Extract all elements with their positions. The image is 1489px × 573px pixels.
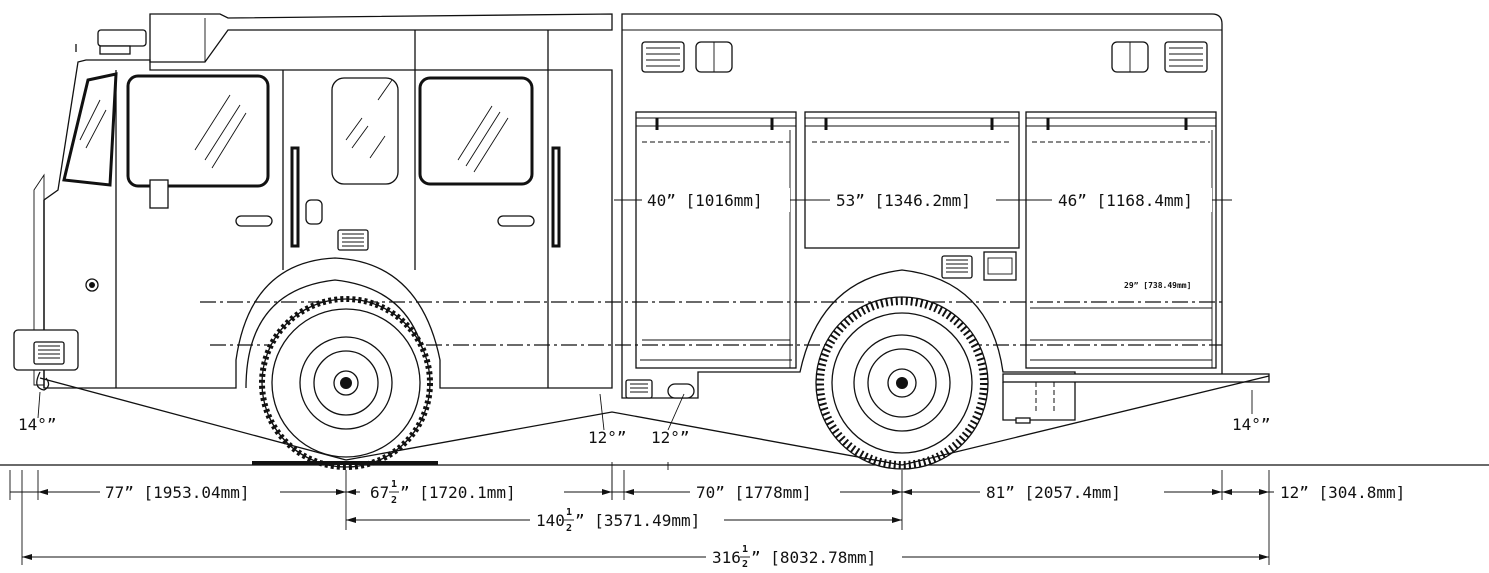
cab-marker-light (337, 229, 369, 251)
breakover-angle-lines (345, 411, 903, 466)
light-bar-base (99, 45, 131, 55)
rear-door-handle-bar (551, 146, 561, 248)
cab-roof (149, 13, 613, 63)
front-overhang-dimension: 77” [1953.04mm] (105, 483, 250, 502)
wheelbase-fraction-num: 1 (566, 507, 572, 518)
front-rim (299, 336, 393, 430)
compartment-middle-width: 53” [1346.2mm] (836, 191, 971, 210)
wheelbase-dimension-rest: ” [3571.49mm] (575, 511, 700, 530)
windshield (62, 72, 118, 187)
compartment-left (635, 111, 797, 369)
angle-labels: 14°” 12°” 12°” 14°” (18, 390, 1271, 447)
breakover-front-label: 12°” (588, 428, 627, 447)
cab-section-fraction-den: 2 (391, 495, 397, 506)
compartment-middle (804, 111, 1020, 249)
rear-wheel (815, 296, 989, 470)
departure-angle-line (901, 375, 1270, 466)
breakover-rear-label: 12°” (651, 428, 690, 447)
light-bar (97, 29, 147, 47)
front-wheel-contact-patch (252, 461, 438, 465)
front-marker-light (33, 341, 65, 365)
rear-step-dimension: 12” [304.8mm] (1280, 483, 1405, 502)
cab-section-dimension-whole: 67 (370, 483, 389, 502)
approach-angle-line (39, 377, 347, 461)
compartment-dimensions: 40” [1016mm] 53” [1346.2mm] 46” [1168.4m… (614, 188, 1232, 290)
cab-section-dimension-rest: ” [1720.1mm] (400, 483, 516, 502)
body-to-rear-axle-dimension: 70” [1778mm] (696, 483, 812, 502)
rear-door-window (418, 76, 534, 186)
overall-length-dimension-rest: ” [8032.78mm] (751, 548, 876, 567)
cab (13, 13, 613, 391)
rear-body (621, 13, 1270, 424)
compartment-left-width: 40” [1016mm] (647, 191, 763, 210)
dimension-lines: 77” [1953.04mm] 67 1 2 ” [1720.1mm] 70” … (9, 462, 1430, 570)
approach-angle-label: 14°” (18, 415, 57, 434)
front-door-window (126, 74, 270, 188)
front-door-handle-bar (290, 146, 300, 248)
compartment-right-height: 29” [738.49mm] (1124, 281, 1191, 290)
cab-rear-small-window (331, 77, 399, 185)
compartment-right-width: 46” [1168.4mm] (1058, 191, 1193, 210)
overall-length-dimension-whole: 316 (712, 548, 741, 567)
rear-step (1002, 373, 1270, 383)
compartment-right (1025, 111, 1217, 369)
pump-panel-box (983, 251, 1017, 281)
body-marker-light-rear (1164, 41, 1208, 73)
departure-angle-label: 14°” (1232, 415, 1271, 434)
body-side-marker-light (941, 255, 973, 279)
rear-door-handle (497, 215, 535, 227)
rear-rim (853, 334, 951, 432)
body-outline (621, 13, 1223, 399)
front-wheel (245, 279, 438, 470)
wheelbase-dimension-whole: 140 (536, 511, 565, 530)
cab-body-outline (43, 59, 613, 389)
side-mirror (149, 179, 169, 209)
wheelbase-fraction-den: 2 (566, 523, 572, 534)
overall-fraction-num: 1 (742, 544, 748, 555)
body-marker-light-front (641, 41, 685, 73)
cab-section-fraction-num: 1 (391, 479, 397, 490)
rear-axle-to-body-end-dimension: 81” [2057.4mm] (986, 483, 1121, 502)
overall-fraction-den: 2 (742, 559, 748, 569)
front-door-handle (235, 215, 273, 227)
